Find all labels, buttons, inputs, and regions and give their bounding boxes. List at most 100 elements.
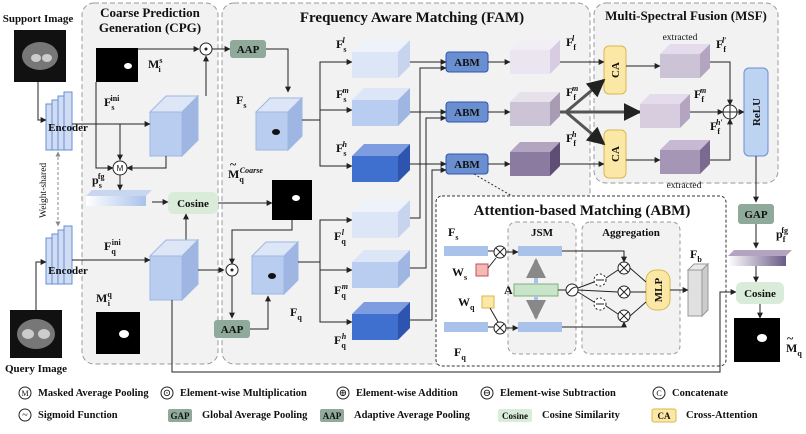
gap-label: GAP: [744, 209, 768, 221]
abm-agg-to-mlp-1: [629, 267, 647, 283]
abm-ws-to-mult: [487, 257, 497, 269]
cube-Fb: [686, 262, 710, 318]
abm-agg-mult-3-x: [619, 311, 629, 321]
cosine-cpg-label: Cosine: [177, 198, 209, 210]
abm-mult-s-x: [495, 247, 505, 257]
cube-Fs-ini: [148, 94, 200, 158]
fqh-to-abm: [410, 167, 447, 321]
var-Ff-l-prime: Ffl′: [716, 36, 727, 54]
cube-Ff-h: [510, 142, 560, 176]
fsini-to-mpool: [126, 156, 167, 171]
legend-symbol-text: ⊕: [339, 388, 347, 399]
var-Mq-final: Mq: [786, 341, 802, 358]
var-Wq: Wq: [458, 295, 475, 312]
abm-jstop-to-agg: [562, 250, 627, 263]
cube-Fs-h: [352, 144, 410, 182]
var-Ff-m-msf: Ffm: [694, 86, 706, 104]
support-image-label: Support Image: [3, 13, 74, 25]
ffm-to-ca-top: [565, 78, 606, 114]
final-prediction-blob: [757, 334, 767, 342]
legend-label: Cross-Attention: [686, 410, 758, 421]
legend-badge-gap: [168, 409, 192, 422]
abm-sub-bottom-to-agg: [605, 305, 619, 315]
var-A: A: [504, 283, 513, 297]
legend-symbol-text: ~: [22, 410, 28, 421]
encoder-support: [45, 91, 73, 151]
fam-mult-dot: [230, 268, 234, 272]
abm-agg-mult-2-x: [619, 287, 629, 297]
support-image-organ-inner: [31, 54, 41, 62]
prototype-bar-pf-front: [728, 256, 786, 266]
fs-split-l: [302, 59, 353, 121]
ffh-prime-to-add: [710, 118, 733, 161]
fs-split-h: [319, 120, 353, 169]
cosine-cpg-block: [168, 192, 218, 214]
abm-panel: [435, 195, 727, 367]
final-prediction-mask: [734, 318, 780, 362]
legend-label: Concatenate: [672, 388, 728, 399]
cube-Ff-l-prime: [660, 44, 710, 78]
var-Fs-l: Fsl: [336, 36, 346, 54]
cpg-title-line1: Coarse Prediction: [100, 5, 201, 20]
aap-support-label: AAP: [237, 44, 260, 56]
legend-badge-text: Cosine: [502, 411, 528, 421]
cpg-mult-dot: [204, 47, 208, 51]
var-abm-Fs: Fs: [448, 225, 458, 242]
relu-label: ReLU: [751, 98, 763, 126]
cube-Ff-m: [510, 92, 560, 126]
var-M-coarse: MqCoarse: [228, 166, 263, 184]
fql-to-abm: [410, 65, 447, 219]
legend-label: Element-wise Addition: [356, 388, 458, 399]
abm-a-bar: [513, 283, 559, 297]
var-Fs-h: Fsh: [336, 140, 347, 158]
cube-Fq-h: [352, 302, 410, 340]
cube-Fq-l: [352, 200, 410, 238]
abm-sig-to-sub-bottom: [577, 291, 595, 303]
var-Fq: Fq: [290, 305, 302, 322]
legend-badge-text: AAP: [323, 411, 342, 421]
cube-Fq-ini: [148, 238, 200, 302]
abm-agg-to-mlp-3: [629, 301, 647, 317]
cosine-final-block: [736, 282, 784, 304]
var-ps-fg: psfg: [92, 172, 104, 190]
fq-split-l: [298, 217, 353, 263]
ffl-prime-to-add: [710, 61, 733, 106]
aap-query-label: AAP: [221, 324, 244, 336]
coarse-mask-blob: [292, 195, 300, 201]
var-Fq-h: Fqh: [334, 332, 347, 350]
legend-label: Sigmoid Function: [38, 410, 118, 421]
var-M-coarse-tilde: ~: [230, 157, 237, 171]
var-Ws: Ws: [452, 265, 467, 282]
abm-title: Attention-based Matching (ABM): [474, 203, 691, 219]
legend-label: Masked Average Pooling: [38, 388, 149, 399]
legend-symbol-text: M: [21, 389, 28, 398]
query-image-organ-inner: [22, 329, 34, 339]
legend-symbol-circle: [480, 386, 494, 400]
abm-detail-link: [473, 173, 513, 197]
abm-wq-block: [481, 295, 495, 309]
cube-Fs-m: [352, 88, 410, 126]
abm-sub-top-to-agg: [605, 269, 619, 279]
aap-to-fq-arrow: [250, 295, 271, 330]
abm-fq-bar: [444, 322, 488, 332]
cube-Ff-l: [510, 40, 560, 74]
query-to-encoder-arrow: [35, 259, 47, 310]
abm-js-top: [518, 246, 562, 256]
masked-pool-node-label: M: [117, 164, 124, 173]
fqm-to-abm: [410, 115, 447, 269]
prototype-bar-ps-front: [86, 196, 146, 206]
var-Fb: Fb: [690, 247, 702, 264]
encoder-support-label: Encoder: [48, 122, 88, 134]
var-Fs: Fs: [236, 93, 246, 110]
var-Fq-ini: Fqini: [104, 238, 121, 256]
legend-label: Global Average Pooling: [202, 410, 308, 421]
var-Ff-m: Ffm: [566, 84, 578, 102]
prototype-bar-ps: [86, 190, 152, 196]
legend-badge-ca: [651, 408, 677, 423]
legend-symbol-circle: [18, 386, 32, 400]
cosine-final-label: Cosine: [744, 288, 776, 300]
query-mask-blob: [119, 330, 129, 338]
aap-query-block: [214, 320, 250, 338]
aap-support-block: [230, 40, 266, 58]
